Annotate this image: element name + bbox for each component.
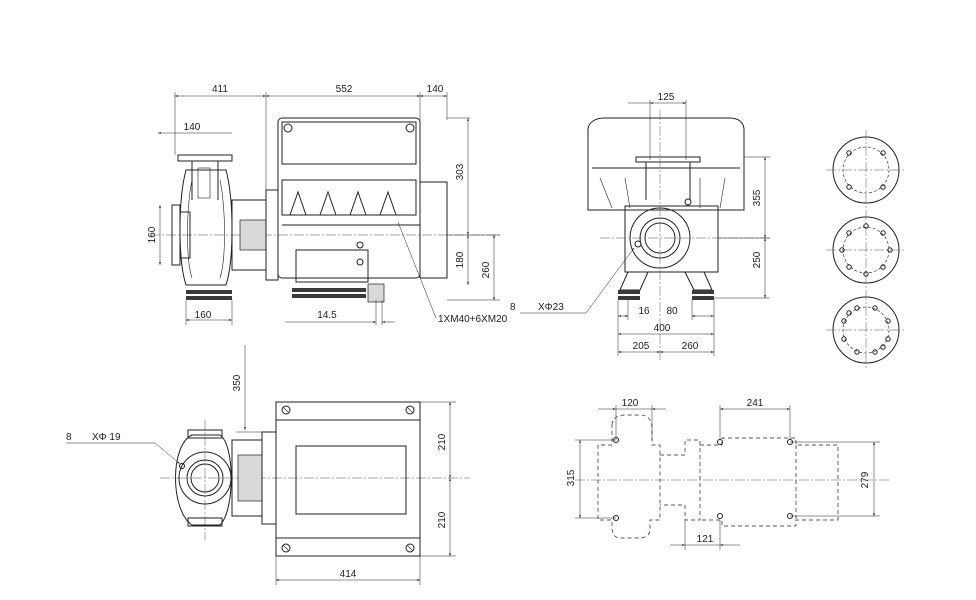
dashed-view: 120 241 315 279 121 <box>566 398 890 550</box>
cable-note: 1XM40+6XM20 <box>438 314 508 325</box>
flange-circles <box>826 130 906 370</box>
dim-121: 121 <box>697 534 714 545</box>
dim-14-5: 14.5 <box>317 310 337 321</box>
dim-140-top: 140 <box>427 84 444 95</box>
dim-355: 355 <box>752 189 763 206</box>
dim-303: 303 <box>455 163 466 180</box>
dim-210-lower: 210 <box>437 511 448 528</box>
dim-241: 241 <box>747 398 764 409</box>
dim-552: 552 <box>336 84 353 95</box>
dim-414: 414 <box>340 569 357 580</box>
dim-279: 279 <box>860 471 871 488</box>
dim-160-base: 160 <box>195 310 212 321</box>
top-hole-label: XΦ 19 <box>92 432 121 443</box>
dim-120: 120 <box>622 398 639 409</box>
cable-leader <box>397 221 437 319</box>
end-hole-count: 8 <box>510 302 516 313</box>
dim-250: 250 <box>752 251 763 268</box>
dim-16: 16 <box>638 306 650 317</box>
dim-260: 260 <box>481 261 492 278</box>
dim-315: 315 <box>566 469 577 486</box>
flange-circle-2 <box>826 210 906 290</box>
dim-350: 350 <box>232 374 243 391</box>
dim-400: 400 <box>654 323 671 334</box>
dim-205: 205 <box>633 341 650 352</box>
dim-180: 180 <box>455 251 466 268</box>
dim-160-flange: 160 <box>147 226 158 243</box>
dim-140-flange: 140 <box>184 122 201 133</box>
dim-210-upper: 210 <box>437 433 448 450</box>
dim-125: 125 <box>658 92 675 103</box>
flange-circle-1 <box>826 130 906 210</box>
top-hole-count: 8 <box>66 432 72 443</box>
top-view: 350 210 210 414 <box>66 345 470 585</box>
end-hole-label: XΦ23 <box>538 302 564 313</box>
end-view: 125 355 250 8 X <box>510 92 770 360</box>
side-view: 411 552 140 140 160 160 <box>147 84 508 325</box>
flange-circle-3 <box>826 290 906 370</box>
dim-411: 411 <box>212 84 228 95</box>
dim-80: 80 <box>666 306 678 317</box>
dim-260-end: 260 <box>682 341 699 352</box>
